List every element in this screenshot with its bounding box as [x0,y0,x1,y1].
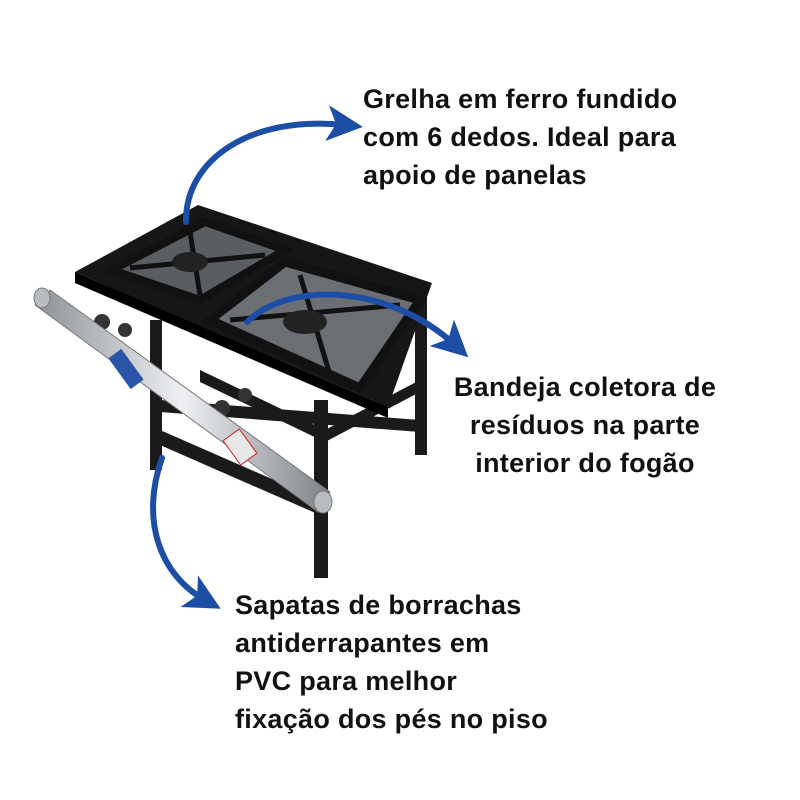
callout-line: fixação dos pés no piso [235,704,548,734]
callout-tray: Bandeja coletora de resíduos na parte in… [420,368,750,482]
callout-line: Grelha em ferro fundido [363,84,678,114]
callout-line: Bandeja coletora de [453,372,717,402]
callout-line: apoio de panelas [363,160,587,190]
callout-feet: Sapatas de borrachas antiderrapantes em … [235,586,548,738]
callout-line: interior do fogão [475,448,695,478]
callout-grate: Grelha em ferro fundido com 6 dedos. Ide… [363,80,677,194]
callout-line: PVC para melhor [235,666,458,696]
burner-2 [283,310,327,334]
arrow-feet [150,455,221,609]
burner-1 [172,252,208,272]
callout-line: resíduos na parte [469,410,701,440]
arrow-grate [182,105,363,225]
gas-valves [94,314,252,416]
stove-top [75,205,432,418]
callout-line: antiderrapantes em [235,628,490,658]
gas-pipe [33,287,333,514]
callout-arrows [150,105,469,609]
callout-line: com 6 dedos. Ideal para [363,122,677,152]
arrow-tray [244,291,469,358]
callout-line: Sapatas de borrachas [235,590,522,620]
